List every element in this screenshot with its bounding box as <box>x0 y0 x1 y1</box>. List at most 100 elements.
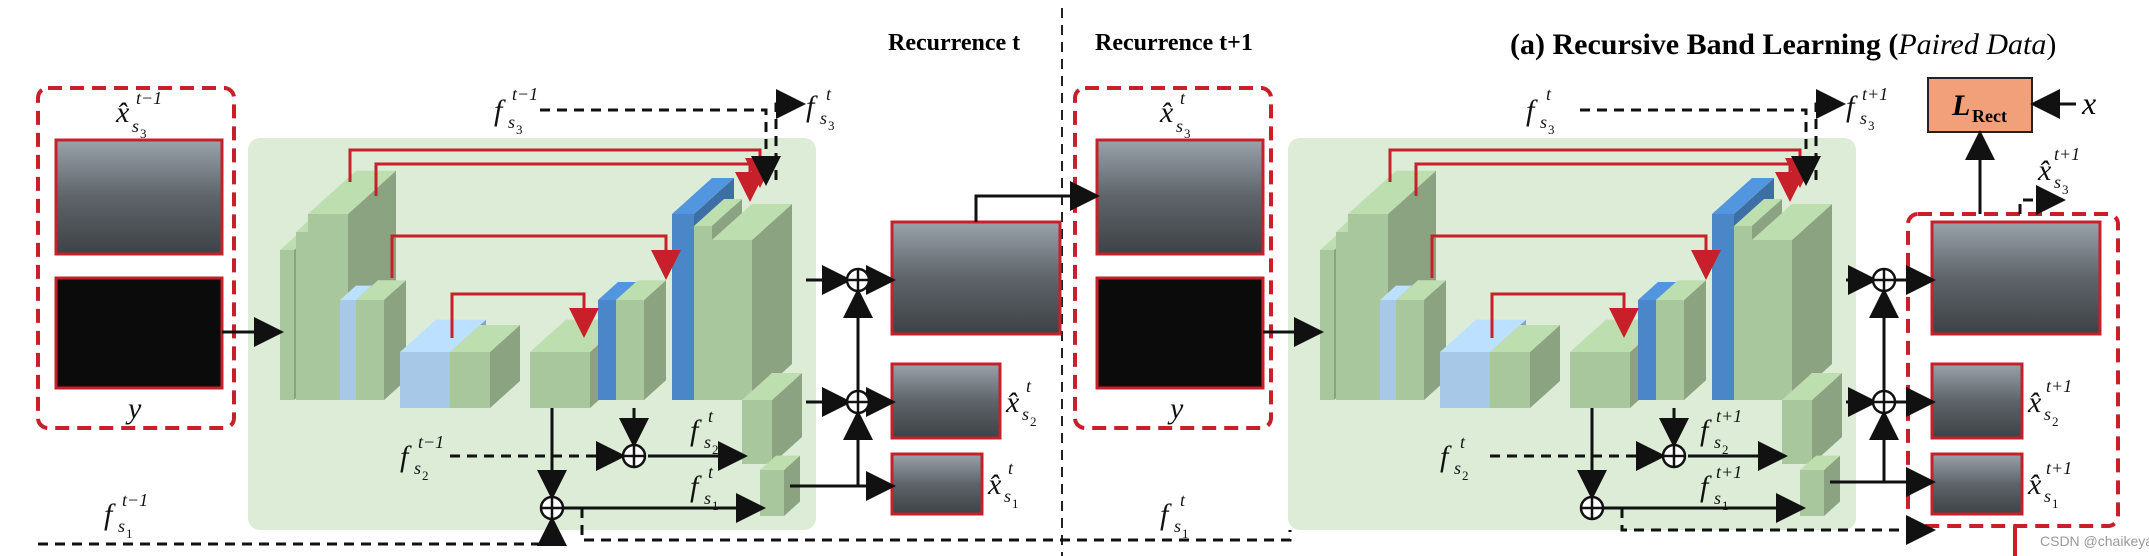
dec-block-3c-t1-front <box>1752 240 1792 400</box>
dec-block-3c-t-top <box>712 204 792 240</box>
enc-block-1c-t1-top <box>1348 170 1436 214</box>
enc-block-2a-t1-top <box>1380 285 1412 300</box>
svg-text:x̂: x̂ <box>987 468 1002 501</box>
dec-block-1-t-front <box>530 352 590 408</box>
svg-text:s: s <box>2054 172 2061 192</box>
enc-block-3b-t1-front <box>1490 352 1530 408</box>
dec-block-2b-t1-front <box>1656 300 1684 400</box>
input-box-t1 <box>1073 86 1273 430</box>
arrow-to-next-recurrence <box>974 181 1100 222</box>
svg-text:t: t <box>1460 432 1466 452</box>
svg-text:t−1: t−1 <box>136 88 162 108</box>
skip-red-4 <box>450 292 599 338</box>
label-xhat-s1-t: x̂ s 1 t <box>987 458 1019 511</box>
out-block-s1-t-top <box>760 455 800 470</box>
svg-text:s: s <box>1174 516 1181 536</box>
out-block-s2-t-front <box>742 400 772 464</box>
enc-block-2a-t-front <box>340 300 356 400</box>
caption-close: ) <box>2046 28 2056 61</box>
enc-block-2a-t-top <box>340 285 372 300</box>
svg-text:2: 2 <box>712 442 719 457</box>
svg-text:3: 3 <box>516 122 523 137</box>
svg-text:f: f <box>806 90 818 123</box>
fs3-out-dashed-t1 <box>1814 89 1846 180</box>
enc-block-3b-t1 <box>1490 325 1560 408</box>
enc-block-2a-t1-front <box>1380 300 1396 400</box>
label-xhat-s3-tm1: x̂ s 3 t−1 <box>115 88 162 141</box>
svg-text:t: t <box>1546 84 1552 104</box>
dec-block-2b-t1-side <box>1684 280 1706 400</box>
svg-text:t−1: t−1 <box>512 84 538 104</box>
recurrent-fs3-dashed-t1 <box>1580 108 1821 186</box>
out-block-s2-t-top <box>742 373 802 400</box>
xhat-s3-t1-out-dashed <box>2018 185 2066 215</box>
svg-text:s: s <box>704 488 711 508</box>
caption-main: (a) Recursive Band Learning ( <box>1510 28 1898 61</box>
svg-text:2: 2 <box>2052 414 2059 429</box>
svg-text:s: s <box>1714 432 1721 452</box>
out-block-s2-t1-front <box>1782 400 1812 464</box>
fs3-out-dashed <box>774 89 806 180</box>
dec-block-2b-t1 <box>1656 280 1706 400</box>
dec-block-3a-t-top <box>672 178 734 214</box>
dec-block-2a-t-top <box>598 282 636 300</box>
enc-block-1a-t-front <box>280 250 294 400</box>
enc-block-2b-t-front <box>356 300 384 400</box>
output-image-xhat-s1-t1 <box>1930 452 2024 516</box>
enc-block-1c-t-top <box>308 170 396 214</box>
recurrent-fs3-dashed <box>540 108 781 186</box>
plus-node-4-t <box>539 495 565 521</box>
label-xhat-s3-t1: x̂ s 3 t+1 <box>2037 144 2080 197</box>
svg-text:s: s <box>704 432 711 452</box>
svg-text:t+1: t+1 <box>2054 144 2080 164</box>
out-block-s2-t-side <box>772 373 802 464</box>
dec-block-3c-t-side <box>752 204 792 400</box>
plus-node-4-t1 <box>1579 495 1605 521</box>
label-xhat-s2-t1: x̂ s 2 t+1 <box>2027 376 2072 429</box>
svg-text:x̂: x̂ <box>1005 386 1020 419</box>
svg-text:3: 3 <box>1868 118 1875 133</box>
dec-block-3c-t1 <box>1752 204 1832 400</box>
figure-caption: (a) Recursive Band Learning (Paired Data… <box>1510 28 2056 61</box>
label-fs1-tm1: f s 1 t−1 <box>104 490 148 541</box>
input-box-t <box>36 86 236 430</box>
out-block-s2-t1 <box>1782 373 1842 464</box>
label-xhat-s2-t: x̂ s 2 t <box>1005 376 1037 429</box>
caption-paired: Paired Data <box>1897 28 2046 61</box>
label-xhat-s1-t1: x̂ s 1 t+1 <box>2027 458 2072 511</box>
enc-block-1b-t1-front <box>1336 232 1350 400</box>
dec-block-2b-t1-top <box>1656 280 1706 300</box>
dec-block-3c-t <box>712 204 792 400</box>
label-fs3-t-in: f s 3 t <box>1526 84 1555 137</box>
dec-block-2b-t <box>616 280 666 400</box>
svg-text:f: f <box>1846 90 1858 123</box>
svg-text:t: t <box>1008 458 1014 478</box>
label-xhat-s3-t: x̂ s 3 t <box>1159 88 1191 141</box>
svg-text:x̂: x̂ <box>1159 96 1174 129</box>
image-y-dark-t1 <box>1095 276 1265 390</box>
plus-node-2-t1 <box>1871 389 1897 415</box>
svg-text:t: t <box>708 406 714 426</box>
svg-text:s: s <box>1004 486 1011 506</box>
plus-node-1-t <box>845 267 871 293</box>
svg-text:t+1: t+1 <box>1716 462 1742 482</box>
svg-text:3: 3 <box>1548 122 1555 137</box>
encoder-decoder-blocks-t <box>280 170 802 516</box>
plus-node-3-t <box>621 443 647 469</box>
skip-red-2-t1 <box>1414 162 1805 202</box>
svg-text:2: 2 <box>1030 414 1037 429</box>
loss-subscript: Rect <box>1972 106 2007 126</box>
svg-text:s: s <box>1860 108 1867 128</box>
dec-block-3b-t-top <box>694 199 742 226</box>
svg-text:1: 1 <box>1182 526 1189 541</box>
enc-block-3b-t1-side <box>1530 325 1560 408</box>
svg-text:s: s <box>508 112 515 132</box>
svg-text:t−1: t−1 <box>122 490 148 510</box>
enc-block-3a-t-front <box>400 352 450 408</box>
dec-block-3a-t-front <box>672 214 694 400</box>
svg-text:1: 1 <box>1722 498 1729 513</box>
enc-block-3b-t1-top <box>1490 325 1560 352</box>
svg-text:t+1: t+1 <box>2046 376 2072 396</box>
dec-block-3b-t1-top <box>1734 199 1782 226</box>
image-xhat-s3-tm1 <box>54 138 224 256</box>
